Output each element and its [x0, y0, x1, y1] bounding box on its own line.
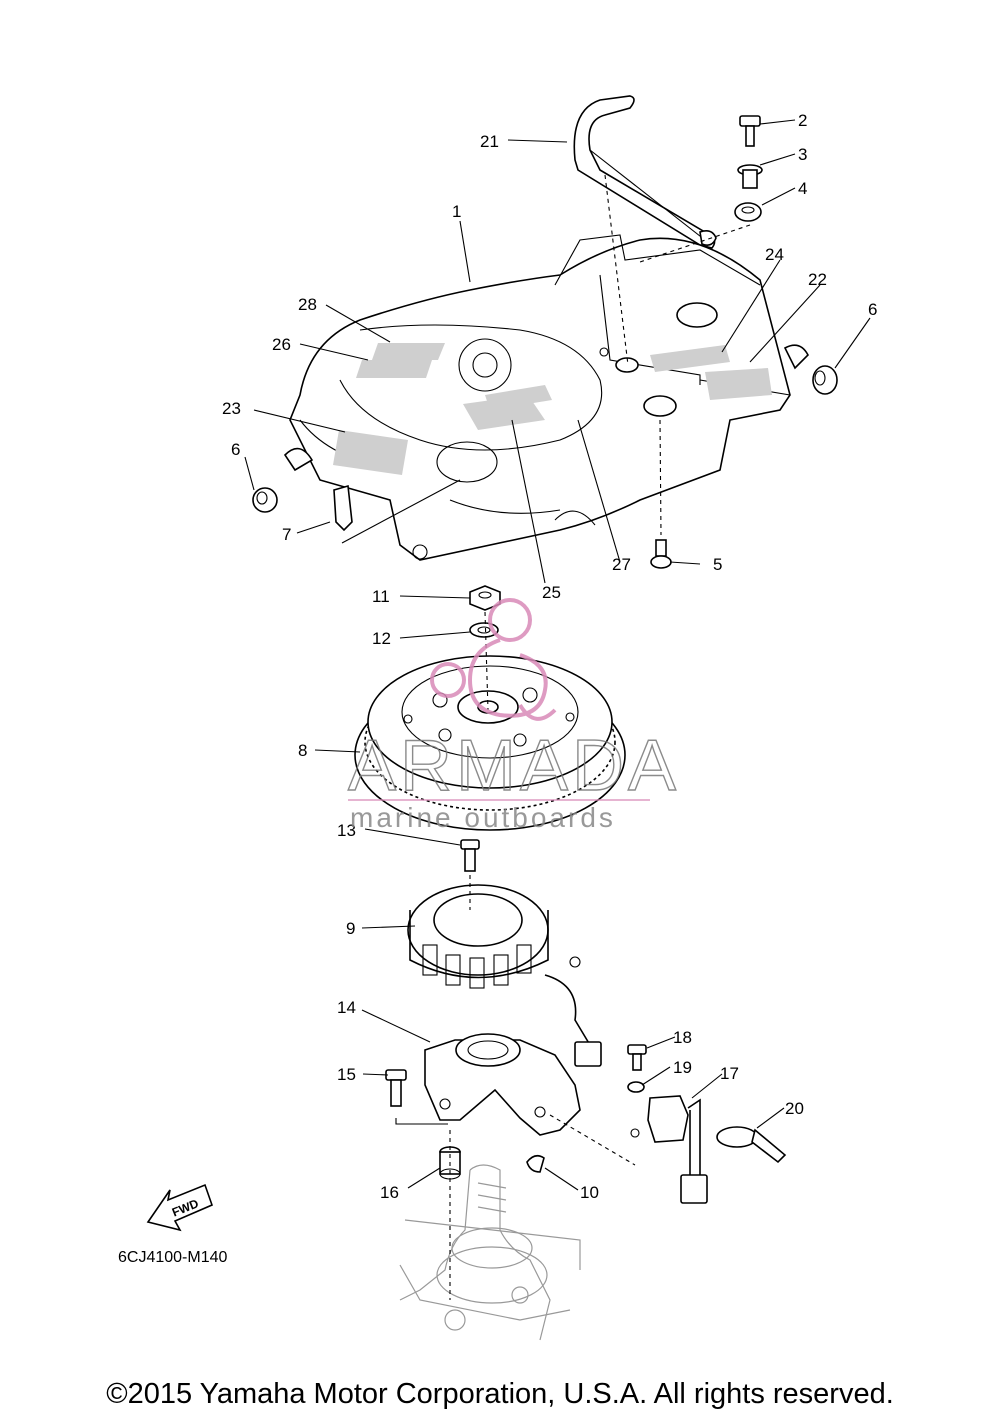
- part-21-hose: [573, 95, 717, 249]
- label-28: [372, 343, 445, 360]
- callout-16: 16: [380, 1183, 399, 1202]
- callout-6-left: 6: [231, 440, 240, 459]
- part-10-key: [526, 1154, 545, 1173]
- crankshaft-block: [399, 1164, 581, 1341]
- callout-5: 5: [713, 555, 722, 574]
- callout-14: 14: [337, 998, 356, 1017]
- callout-10: 10: [580, 1183, 599, 1202]
- label-22: [705, 368, 772, 400]
- part-13-bolt: [460, 839, 480, 872]
- callout-4: 4: [798, 179, 807, 198]
- part-20-cable-tie: [716, 1126, 787, 1164]
- copyright-notice: ©2015 Yamaha Motor Corporation, U.S.A. A…: [106, 1378, 894, 1410]
- watermark-tagline: marine outboards: [350, 802, 616, 833]
- part-1-flywheel-cover: [283, 234, 809, 561]
- watermark: ARMADA marine outboards: [347, 598, 680, 833]
- part-9-stator: [407, 884, 602, 1067]
- callout-24: 24: [765, 245, 784, 264]
- leader-lines: [244, 119, 871, 1191]
- callout-6-right: 6: [868, 300, 877, 319]
- callout-3: 3: [798, 145, 807, 164]
- callout-17: 17: [720, 1064, 739, 1083]
- part-15-bolt: [385, 1069, 407, 1107]
- label-27: [485, 385, 552, 410]
- callout-23: 23: [222, 399, 241, 418]
- label-24: [650, 345, 730, 372]
- label-23: [333, 430, 408, 475]
- part-6-grommet-left: [252, 487, 278, 513]
- callout-15: 15: [337, 1065, 356, 1084]
- callout-2: 2: [798, 111, 807, 130]
- callout-7: 7: [282, 525, 291, 544]
- watermark-logo: [430, 598, 557, 721]
- part-8-flywheel: [354, 655, 626, 831]
- part-code: 6CJ4100-M140: [118, 1249, 228, 1266]
- fwd-arrow: FWD: [146, 1183, 214, 1232]
- part-17-pulser-coil: [630, 1095, 708, 1204]
- part-3-collar: [737, 164, 763, 189]
- part-18-bolt: [627, 1044, 647, 1071]
- callout-26: 26: [272, 335, 291, 354]
- callout-27: 27: [612, 555, 631, 574]
- parts-diagram: 1 2 3 4 5 6 6 7 8 9 10 11 12 13 14 15 16…: [118, 95, 877, 1341]
- callout-9: 9: [346, 919, 355, 938]
- part-7-clip: [333, 484, 353, 532]
- callout-11: 11: [372, 587, 390, 606]
- callout-25: 25: [542, 583, 561, 602]
- callout-20: 20: [785, 1099, 804, 1118]
- part-14-base: [424, 1033, 581, 1136]
- alignment-lines: [341, 174, 751, 1300]
- callout-21: 21: [480, 132, 499, 151]
- watermark-brand: ARMADA: [348, 726, 680, 806]
- part-6-grommet-right: [812, 365, 838, 395]
- callout-1: 1: [452, 202, 461, 221]
- callout-18: 18: [673, 1028, 692, 1047]
- callout-13: 13: [337, 821, 356, 840]
- callout-12: 12: [372, 629, 391, 648]
- part-5-bolt: [650, 539, 672, 569]
- callout-labels: 1 2 3 4 5 6 6 7 8 9 10 11 12 13 14 15 16…: [222, 111, 877, 1202]
- part-19-washer: [627, 1081, 645, 1093]
- part-2-bolt: [739, 115, 761, 147]
- callout-19: 19: [673, 1058, 692, 1077]
- callout-22: 22: [808, 270, 827, 289]
- part-4-grommet: [734, 202, 762, 222]
- callout-28: 28: [298, 295, 317, 314]
- callout-8: 8: [298, 741, 307, 760]
- label-26: [356, 360, 432, 378]
